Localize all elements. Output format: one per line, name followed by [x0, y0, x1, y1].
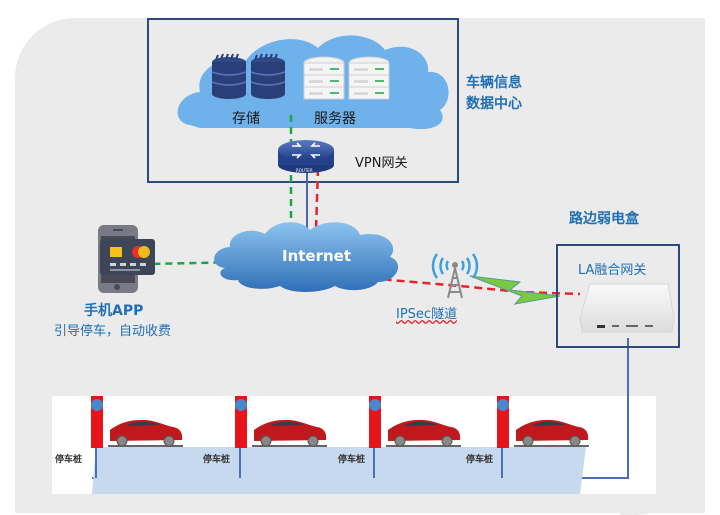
parking-piles — [91, 396, 589, 448]
server-icon — [303, 56, 390, 100]
pile-label-1: 停车桩 — [55, 455, 83, 465]
roadside-box-title: 路边弱电盒 — [569, 211, 639, 227]
charging-pile-1 — [91, 396, 103, 448]
charging-pile-3 — [369, 396, 381, 448]
mobile-app-title: 手机APP — [84, 303, 144, 319]
car-icon — [108, 419, 183, 447]
internet-cloud — [214, 222, 399, 292]
mobile-app-subtitle: 引导停车，自动收费 — [54, 324, 172, 339]
pile-label-3: 停车桩 — [338, 455, 366, 465]
pile-label-2: 停车桩 — [203, 455, 231, 465]
phone-icon — [98, 225, 155, 293]
charging-pile-4 — [497, 396, 509, 448]
la-gateway-frame — [556, 244, 680, 348]
datacenter-title-line2: 数据中心 — [466, 96, 522, 112]
vpn-gateway-label: VPN网关 — [355, 156, 408, 171]
car-icon — [386, 419, 461, 447]
la-gateway-label: LA融合网关 — [578, 263, 647, 278]
storage-icon — [211, 53, 286, 99]
svg-text:ROUTER: ROUTER — [296, 168, 313, 173]
car-icon — [252, 419, 327, 447]
datacenter-title-line1: 车辆信息 — [466, 75, 522, 91]
server-label: 服务器 — [314, 111, 356, 127]
wireless-link-icon — [469, 275, 561, 305]
vpn-router-icon: ROUTER — [278, 140, 334, 173]
internet-label: Internet — [282, 247, 352, 265]
charging-pile-2 — [235, 396, 247, 448]
pile-label-4: 停车桩 — [466, 455, 494, 465]
ipsec-tunnel-label: IPSec隧道 — [396, 307, 458, 322]
storage-label: 存储 — [232, 111, 260, 127]
la-gateway-device-icon — [579, 283, 675, 333]
right-margin — [705, 0, 720, 510]
parking-lane — [92, 447, 586, 494]
car-icon — [514, 419, 589, 447]
